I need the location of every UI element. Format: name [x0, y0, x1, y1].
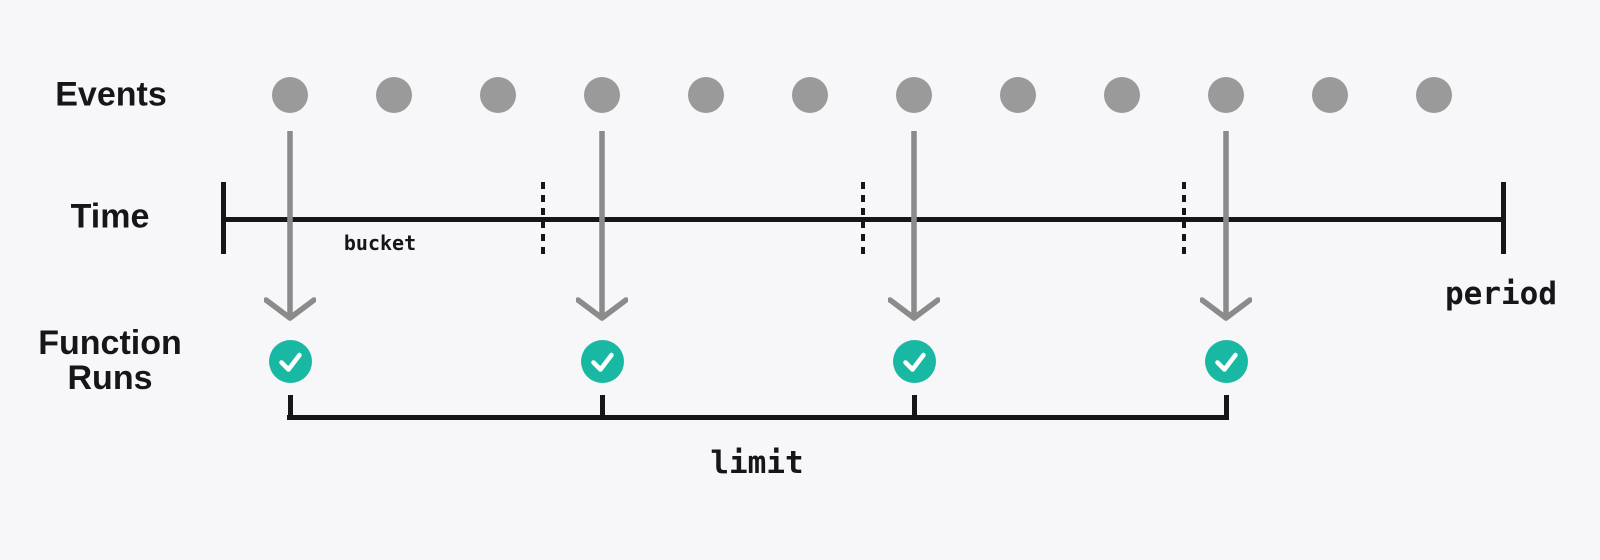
function-runs-row-label-line1: Function [38, 324, 182, 362]
events-row-label: Events [55, 75, 167, 114]
event-dot [376, 77, 412, 113]
checkmark-icon [1214, 352, 1238, 372]
function-runs-row-label: Function Runs [38, 326, 182, 396]
event-dot [688, 77, 724, 113]
event-dot [1000, 77, 1036, 113]
function-run-marker [1204, 340, 1248, 383]
down-arrow-icon [888, 131, 940, 321]
function-run-marker [580, 340, 624, 383]
checkmark-icon [590, 352, 614, 372]
event-dot [480, 77, 516, 113]
event-dot [584, 77, 620, 113]
function-run-marker [268, 340, 312, 383]
down-arrow-icon [576, 131, 628, 321]
period-label: period [1445, 276, 1557, 312]
limit-bracket-tick [287, 395, 293, 420]
event-dot [1104, 77, 1140, 113]
checkmark-icon [902, 352, 926, 372]
bucket-label: bucket [343, 231, 417, 255]
down-arrow-icon [264, 131, 316, 321]
event-dot [272, 77, 308, 113]
bucket-divider-dashed-line [861, 182, 865, 255]
time-row-label: Time [70, 197, 150, 236]
bucket-divider-dashed-line [1182, 182, 1186, 255]
limit-bracket-tick [1223, 395, 1229, 420]
limit-label: limit [710, 445, 804, 481]
function-runs-row-label-line2: Runs [67, 359, 153, 397]
function-run-marker [892, 340, 936, 383]
timeline-end-tick [1501, 182, 1506, 254]
bucket-divider-dashed-line [541, 182, 545, 255]
down-arrow-icon [1200, 131, 1252, 321]
timeline-start-tick [221, 182, 226, 254]
event-dot [792, 77, 828, 113]
event-dot [1208, 77, 1244, 113]
limit-bracket-tick [911, 395, 917, 420]
event-dot [1312, 77, 1348, 113]
limit-bracket-tick [599, 395, 605, 420]
limit-bracket-line [287, 415, 1229, 420]
event-dot [896, 77, 932, 113]
checkmark-icon [278, 352, 302, 372]
event-dot [1416, 77, 1452, 113]
